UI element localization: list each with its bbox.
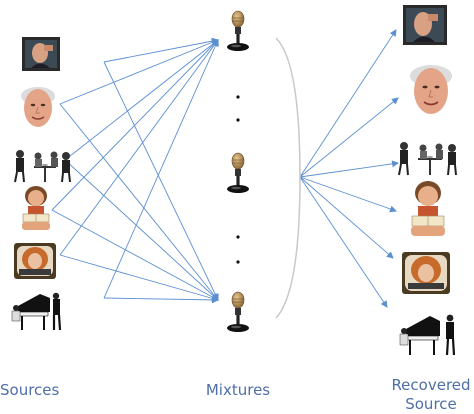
recovery-arrows: [299, 29, 399, 308]
mix-arrow: [103, 37, 219, 63]
old-man-face-icon: [410, 65, 452, 114]
piano-player-icon: [11, 292, 62, 331]
woman-in-tv-icon: [402, 252, 450, 294]
recovered-label-line2: Source: [405, 395, 457, 413]
mixture-bracket: [275, 37, 301, 319]
recover-arrow: [299, 29, 397, 178]
sources-label: Sources: [0, 381, 60, 399]
mix-arrow: [51, 209, 219, 301]
mix-arrow: [59, 39, 219, 256]
mix-arrow: [103, 61, 219, 301]
group-at-table-icon: [14, 150, 71, 183]
microphone-icon: [227, 152, 249, 193]
microphone-icon: [227, 10, 249, 51]
microphone-icon: [227, 291, 249, 332]
mix-arrow: [64, 39, 219, 161]
mix-arrow: [103, 39, 219, 299]
recovered-label-line1: Recovered: [391, 376, 471, 394]
mix-arrow: [51, 39, 219, 211]
mix-arrow: [103, 296, 219, 304]
child-reading-icon: [411, 181, 445, 236]
piano-player-icon: [399, 314, 456, 356]
mixtures-label: Mixtures: [205, 381, 271, 399]
mix-arrow: [59, 254, 219, 302]
woman-in-tv-icon: [14, 243, 56, 279]
recover-arrow: [299, 97, 399, 178]
mix-arrow: [64, 159, 219, 301]
mixing-arrows: [51, 37, 219, 304]
recover-arrow: [299, 160, 399, 178]
mix-arrow: [59, 39, 219, 105]
tv-face-thumbnail-icon: [403, 5, 447, 45]
recover-arrow: [299, 176, 397, 213]
ellipsis-dots: [236, 95, 240, 264]
tv-face-thumbnail-icon: [22, 37, 60, 71]
child-reading-icon: [22, 186, 50, 230]
recover-arrow: [299, 176, 388, 308]
old-man-face-icon: [21, 87, 55, 127]
group-at-table-icon: [398, 142, 457, 176]
recover-arrow: [299, 176, 394, 259]
mix-arrow: [59, 103, 219, 301]
